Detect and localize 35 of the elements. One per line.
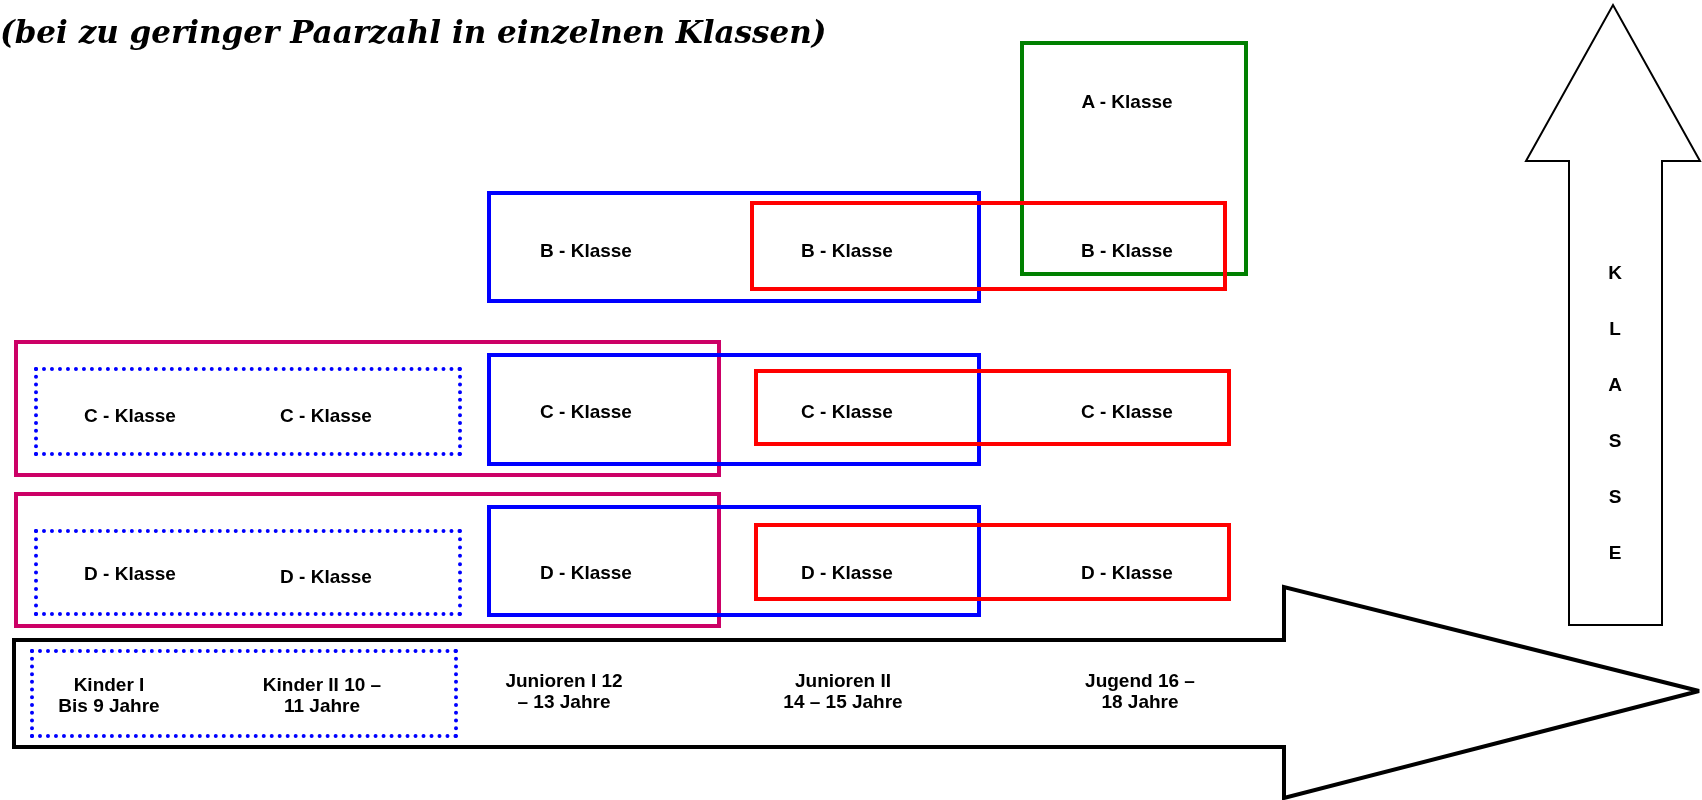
class-box <box>1020 41 1248 276</box>
group-box <box>14 492 721 628</box>
class-label: C - Klasse <box>801 401 893 423</box>
dotted-group-box <box>34 529 462 616</box>
age-group-label: Kinder II 10 – 11 Jahre <box>261 675 383 717</box>
dotted-group-box <box>30 649 458 738</box>
age-group-label: Junioren I 12 – 13 Jahre <box>504 671 624 713</box>
dotted-group-box <box>34 367 462 456</box>
class-label: B - Klasse <box>801 240 893 262</box>
class-label: B - Klasse <box>1081 240 1173 262</box>
class-label: D - Klasse <box>801 562 893 584</box>
age-group-label: Kinder I Bis 9 Jahre <box>57 675 161 717</box>
group-box <box>14 340 721 477</box>
class-label: C - Klasse <box>84 405 176 427</box>
class-label: A - Klasse <box>1081 91 1173 113</box>
age-arrow <box>12 585 1702 800</box>
class-label: D - Klasse <box>280 566 372 588</box>
class-box <box>754 369 1231 446</box>
class-label: D - Klasse <box>540 562 632 584</box>
class-box <box>487 191 981 303</box>
title: (bei zu geringer Paarzahl in einzelnen Klassen) <box>0 14 827 50</box>
class-box <box>750 201 1227 291</box>
class-label: C - Klasse <box>540 401 632 423</box>
age-group-label: Jugend 16 – 18 Jahre <box>1084 671 1196 713</box>
class-label: D - Klasse <box>84 563 176 585</box>
vertical-label: KLASSE <box>1607 260 1623 566</box>
class-box <box>487 505 981 617</box>
class-label: C - Klasse <box>1081 401 1173 423</box>
class-box <box>487 353 981 466</box>
age-group-label: Junioren II 14 – 15 Jahre <box>782 671 904 713</box>
class-label: B - Klasse <box>540 240 632 262</box>
class-label: D - Klasse <box>1081 562 1173 584</box>
class-arrow <box>1524 3 1702 627</box>
class-label: C - Klasse <box>280 405 372 427</box>
class-box <box>754 523 1231 601</box>
